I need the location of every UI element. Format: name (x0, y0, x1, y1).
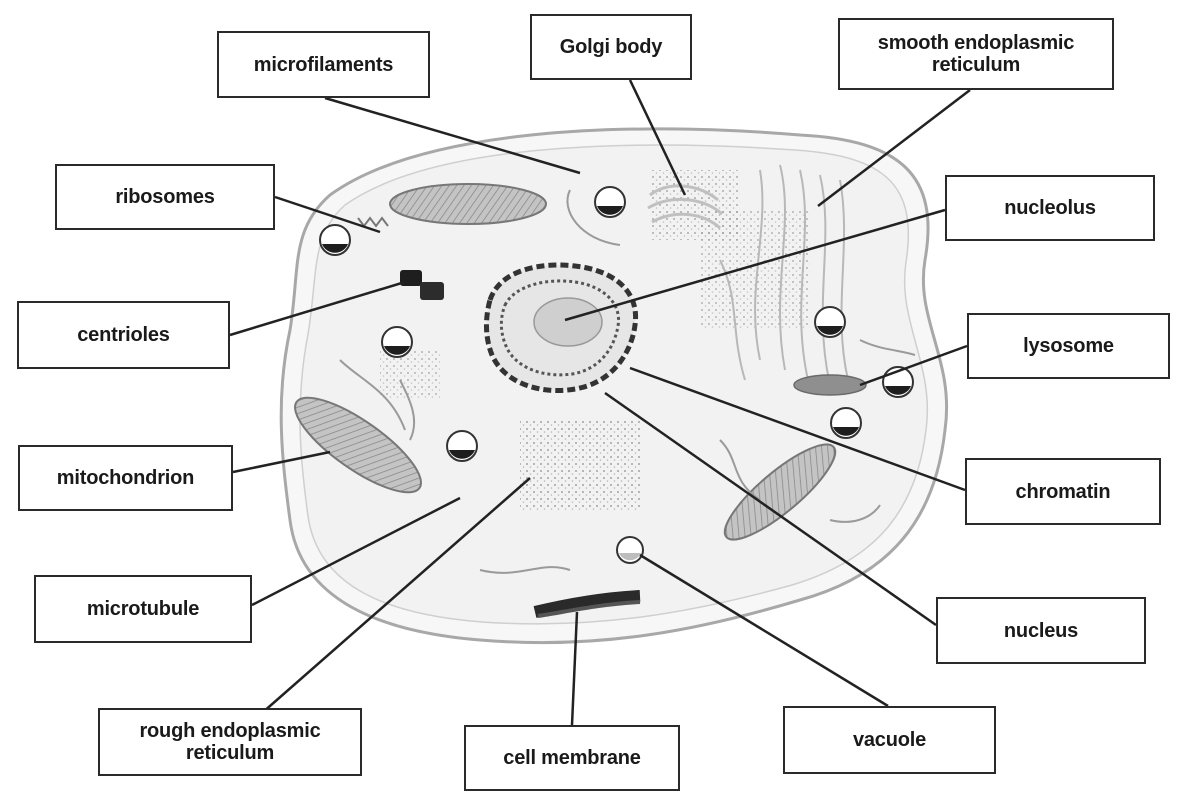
label-lysosome-text: lysosome (1023, 335, 1114, 357)
label-vacuole: vacuole (783, 706, 996, 774)
label-mitochondrion: mitochondrion (18, 445, 233, 511)
label-rough-er: rough endoplasmic reticulum (98, 708, 362, 776)
label-chromatin: chromatin (965, 458, 1161, 525)
label-centrioles: centrioles (17, 301, 230, 369)
label-microfilaments-text: microfilaments (254, 54, 393, 76)
label-smooth-er-line2: reticulum (878, 54, 1074, 76)
cytoplasm-speckle (380, 350, 440, 400)
label-mitochondrion-text: mitochondrion (57, 467, 194, 489)
nucleolus-organelle (534, 298, 602, 346)
label-nucleus: nucleus (936, 597, 1146, 664)
lysosome-organelle (794, 375, 866, 395)
label-smooth-er: smooth endoplasmic reticulum (838, 18, 1114, 90)
label-ribosomes-text: ribosomes (115, 186, 214, 208)
label-cell-membrane: cell membrane (464, 725, 680, 791)
label-microfilaments: microfilaments (217, 31, 430, 98)
label-golgi-body-text: Golgi body (560, 36, 662, 58)
label-chromatin-text: chromatin (1016, 481, 1111, 503)
label-smooth-er-line1: smooth endoplasmic (878, 32, 1074, 54)
label-nucleus-text: nucleus (1004, 620, 1078, 642)
label-nucleolus-text: nucleolus (1004, 197, 1096, 219)
label-nucleolus: nucleolus (945, 175, 1155, 241)
label-microtubule: microtubule (34, 575, 252, 643)
label-cell-membrane-text: cell membrane (503, 747, 640, 769)
label-lysosome: lysosome (967, 313, 1170, 379)
cytoplasm-speckle (520, 420, 640, 510)
label-centrioles-text: centrioles (77, 324, 169, 346)
label-rough-er-line1: rough endoplasmic (139, 720, 320, 742)
label-microtubule-text: microtubule (87, 598, 199, 620)
nucleus-organelle (486, 265, 635, 390)
label-vacuole-text: vacuole (853, 729, 926, 751)
mitochondrion-organelle (390, 184, 546, 224)
label-golgi-body: Golgi body (530, 14, 692, 80)
label-ribosomes: ribosomes (55, 164, 275, 230)
label-rough-er-line2: reticulum (139, 742, 320, 764)
